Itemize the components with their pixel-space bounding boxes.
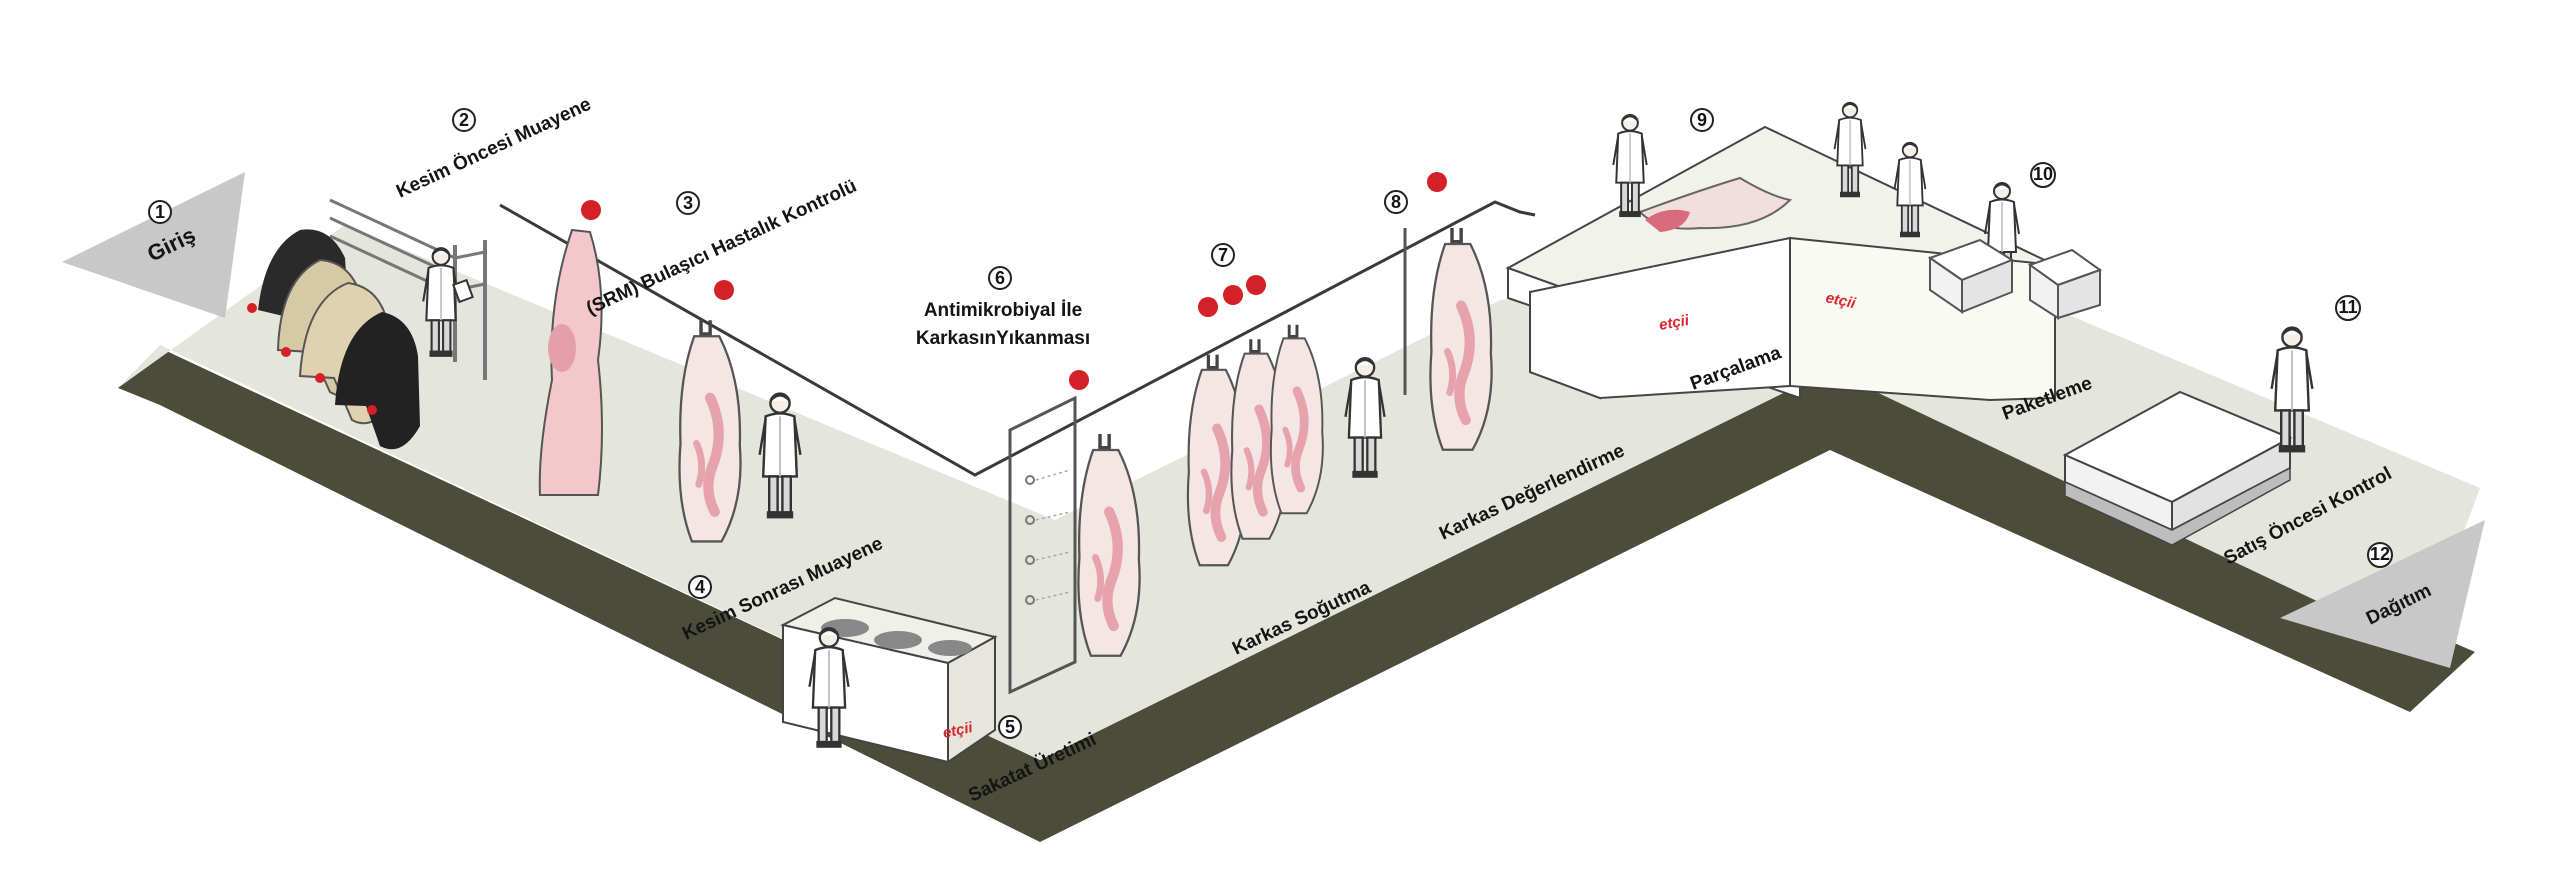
step-number-2: 2 [452,108,476,132]
svg-text:11: 11 [2338,297,2357,317]
step-number-7: 7 [1211,243,1235,267]
exit-arrow [2280,520,2485,668]
carcass-chilling-3 [1271,325,1323,513]
cattle-group [247,229,420,450]
svg-text:10: 10 [2033,164,2053,184]
svg-text:7: 7 [1218,245,1228,265]
svg-text:4: 4 [695,577,705,597]
step-number-5: 5 [998,715,1022,739]
floor-edge [118,348,2475,842]
step-number-6: 6 [988,266,1012,290]
brand-logo: etçii [941,719,975,742]
step-number-12: 12 [2367,542,2393,568]
brand-logo: etçii [1658,312,1691,334]
step-number-3: 3 [676,191,700,215]
step-label-6-line1: Antimikrobiyal İle [924,300,1082,321]
carcass-washing [1078,434,1139,656]
conveyor-rail [499,200,1536,477]
svg-text:5: 5 [1005,717,1015,737]
step-number-11: 11 [2335,295,2361,321]
svg-text:9: 9 [1697,110,1707,130]
step-label-6-line2: KarkasınYıkanması [916,328,1090,349]
svg-text:2: 2 [459,110,469,130]
entrance-arrow [62,172,245,318]
step-number-10: 10 [2030,162,2056,188]
svg-text:3: 3 [683,193,693,213]
wash-station [1008,395,1077,695]
svg-text:12: 12 [2370,544,2390,564]
step-label-2: Kesim Öncesi Muayene [393,94,594,203]
step-number-9: 9 [1690,108,1714,132]
step-number-8: 8 [1384,190,1408,214]
cutting-table [1505,125,2058,402]
svg-text:6: 6 [995,268,1005,288]
svg-text:1: 1 [155,202,165,222]
step-number-1: 1 [148,200,172,224]
carcass-inspection-1 [679,320,740,541]
packing-boxes [1927,238,2103,320]
svg-text:8: 8 [1391,192,1401,212]
carcass-grading [1430,228,1491,450]
brand-logo: etçii [1824,289,1858,312]
red-markers [581,172,1447,390]
srm-carcass [538,228,603,496]
step-number-4: 4 [688,575,712,599]
clipboard [452,278,474,304]
